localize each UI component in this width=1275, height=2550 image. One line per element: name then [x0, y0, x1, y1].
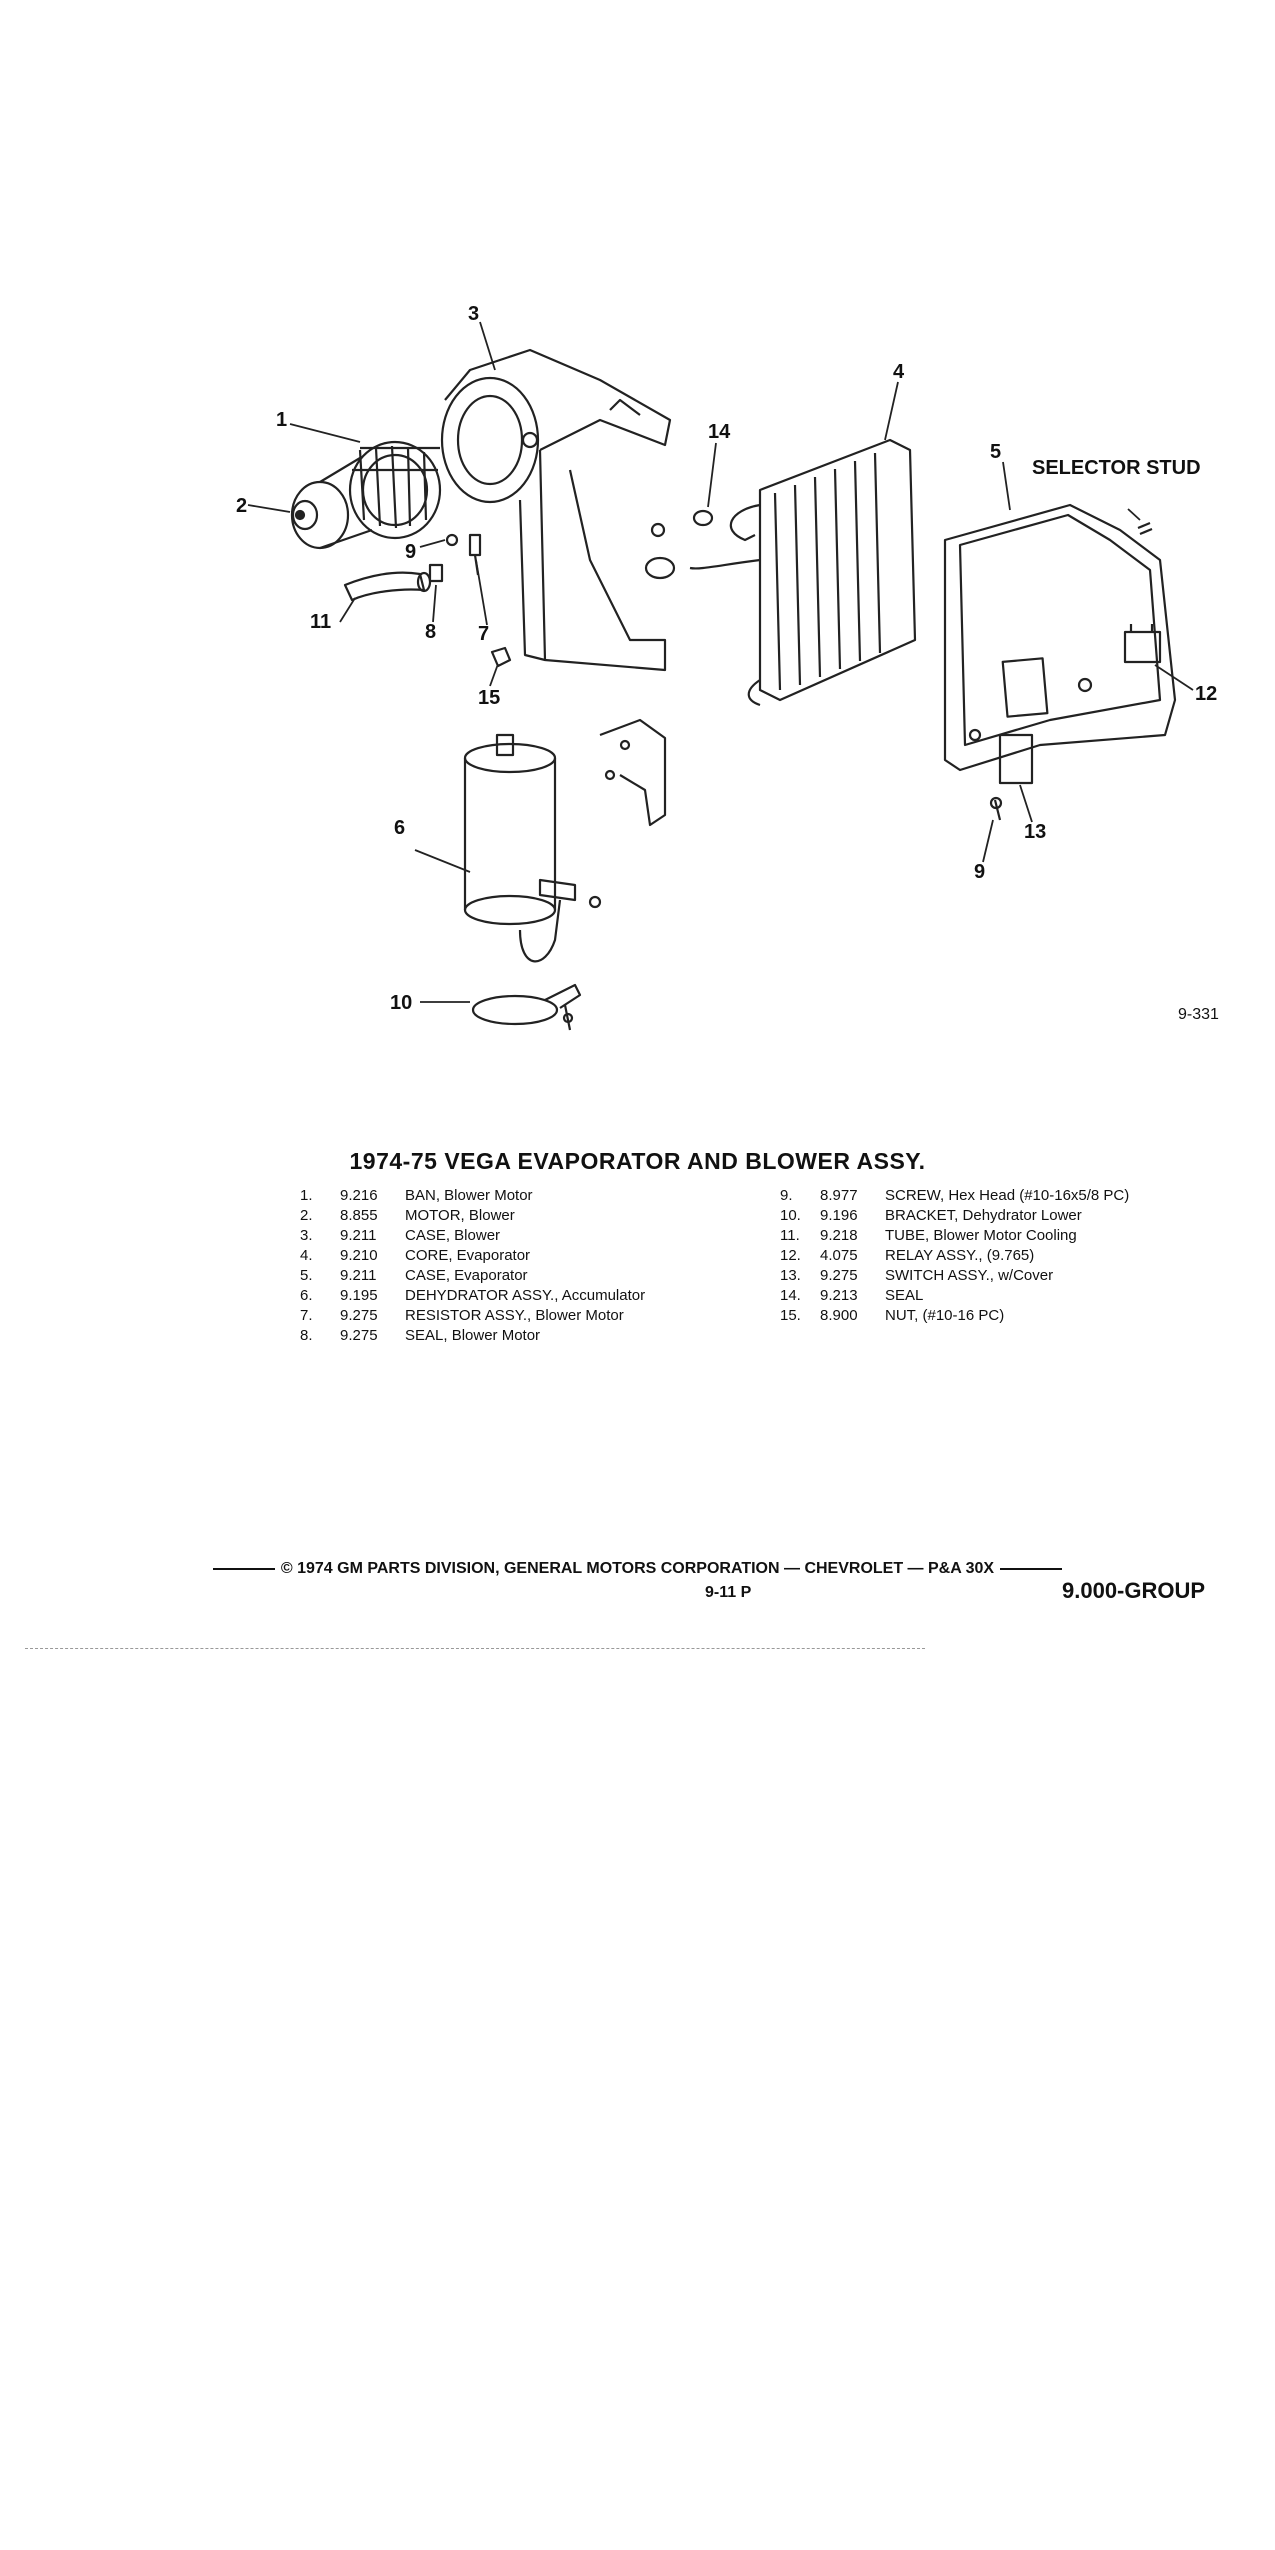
dehydrator-bracket-upper [599, 718, 667, 827]
dehydrator-accumulator [463, 733, 602, 963]
callout-2: 2 [236, 495, 247, 517]
evaporator-case [943, 503, 1177, 772]
seal-ring [692, 509, 714, 527]
resistor [468, 533, 482, 557]
callout-9: 9 [405, 541, 416, 563]
scan-artifact-line [25, 1648, 925, 1649]
evaporator-core [644, 438, 917, 707]
callout-4: 4 [893, 361, 905, 383]
callout-8: 8 [425, 621, 436, 643]
callout-3: 3 [468, 303, 479, 325]
callout-14: 14 [708, 421, 731, 443]
exploded-view-diagram: 1 2 3 4 5 6 7 8 9 10 11 12 13 14 15 9 SE… [236, 303, 1217, 1031]
blower-motor [290, 440, 442, 550]
callout-12: 12 [1195, 683, 1217, 705]
callout-13: 13 [1024, 821, 1046, 843]
callout-10: 10 [390, 992, 412, 1014]
page-title: 1974-75 VEGA EVAPORATOR AND BLOWER ASSY. [349, 1148, 926, 1174]
callout-15: 15 [478, 687, 500, 709]
nut [490, 646, 512, 668]
motor-seal [428, 563, 444, 583]
page-number: 9-11 P [705, 1584, 752, 1601]
screw-left [445, 533, 459, 547]
switch [998, 733, 1034, 785]
footer-rule-left [212, 1567, 275, 1570]
relay [1123, 630, 1162, 664]
dehydrator-bracket-lower [471, 983, 582, 1031]
copyright-line: © 1974 GM PARTS DIVISION, GENERAL MOTORS… [0, 1560, 1275, 1578]
callout-9b: 9 [974, 861, 985, 883]
selector-stud-label: SELECTOR STUD [1032, 457, 1201, 479]
blower-case [440, 348, 672, 672]
group-label: 9.000-GROUP [1062, 1578, 1206, 1603]
callout-5: 5 [990, 441, 1001, 463]
footer-rule-right [1000, 1567, 1063, 1570]
figure-id: 9-331 [1178, 1006, 1219, 1023]
callout-1: 1 [276, 409, 287, 431]
screw-right [993, 799, 1002, 821]
callout-11: 11 [310, 611, 331, 633]
callout-6: 6 [394, 817, 405, 839]
cooling-tube [343, 571, 426, 602]
callout-7: 7 [478, 623, 489, 645]
copyright-text: © 1974 GM PARTS DIVISION, GENERAL MOTORS… [280, 1560, 995, 1577]
